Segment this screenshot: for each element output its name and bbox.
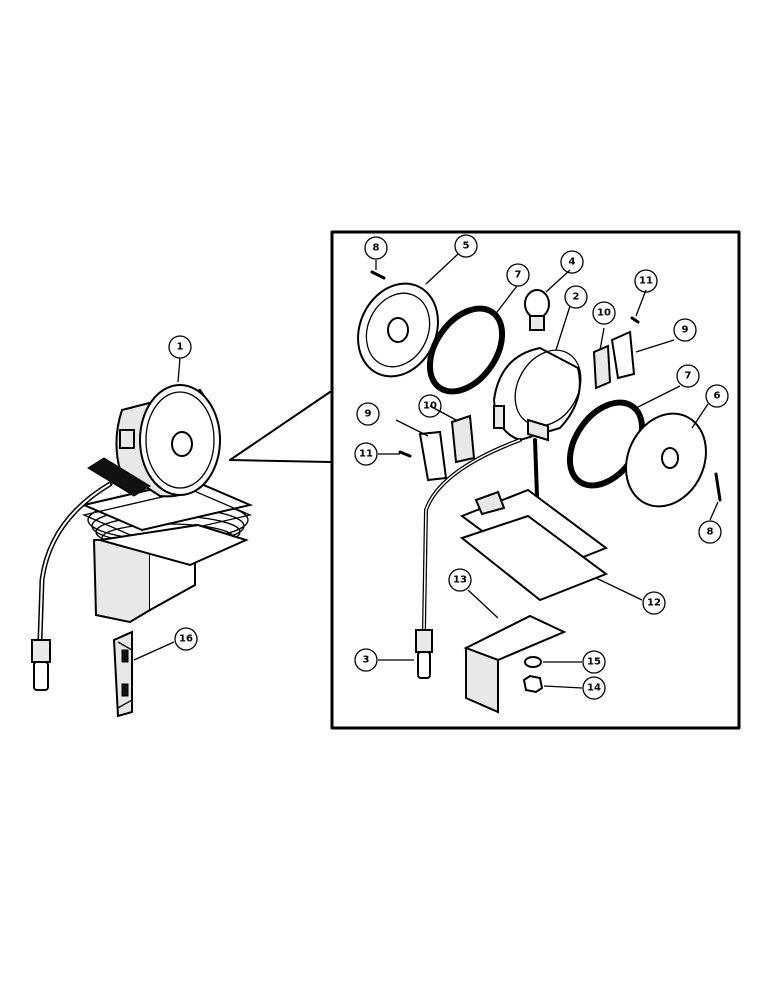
callout-7-upper: 7 xyxy=(515,270,522,281)
callout-6: 6 xyxy=(714,391,721,402)
callout-1: 1 xyxy=(177,342,184,353)
callout-7-lower: 7 xyxy=(685,371,692,382)
lens-rear-6 xyxy=(625,412,707,508)
plates-12 xyxy=(459,488,609,602)
assembled-lamp xyxy=(31,384,254,718)
callouts xyxy=(133,234,729,700)
screw-11-right xyxy=(630,316,640,324)
callout-13: 13 xyxy=(453,575,467,586)
callout-9-left: 9 xyxy=(365,409,372,420)
callout-16: 16 xyxy=(179,634,193,645)
callout-11-right: 11 xyxy=(639,276,653,287)
clip-16 xyxy=(112,630,133,718)
callout-10-left: 10 xyxy=(423,401,437,412)
callout-8-bottom: 8 xyxy=(707,527,714,538)
bulb-4 xyxy=(524,289,550,331)
lens-front-5 xyxy=(357,282,439,378)
callout-8-top: 8 xyxy=(373,243,380,254)
clip-9-right xyxy=(610,330,636,380)
gasket-7-upper xyxy=(426,305,506,395)
clip-10-left xyxy=(450,414,476,464)
callout-14: 14 xyxy=(587,683,601,694)
callout-9-right: 9 xyxy=(682,325,689,336)
callout-3: 3 xyxy=(363,655,370,666)
lamp-housing-assembled xyxy=(115,384,221,498)
callout-15: 15 xyxy=(587,657,601,668)
callout-10-right: 10 xyxy=(597,308,611,319)
callout-11-left: 11 xyxy=(359,449,373,460)
clip-10-right xyxy=(592,344,612,390)
clip-9-left xyxy=(418,430,448,482)
exploded-view-frame xyxy=(330,230,741,730)
screw-8-top xyxy=(370,270,386,280)
inset-pointer xyxy=(229,391,331,463)
housing-2 xyxy=(492,346,582,498)
screw-11-left xyxy=(398,450,412,458)
screw-8-bottom xyxy=(714,472,722,502)
callout-4: 4 xyxy=(569,257,576,268)
connector-assembled xyxy=(31,639,51,691)
washer-15 xyxy=(524,656,542,668)
strap xyxy=(87,457,151,497)
callout-5: 5 xyxy=(463,241,470,252)
callout-12: 12 xyxy=(647,598,661,609)
callout-2: 2 xyxy=(573,292,580,303)
nut-14 xyxy=(522,674,544,694)
bracket-13 xyxy=(463,614,567,714)
connector-3 xyxy=(415,629,433,679)
